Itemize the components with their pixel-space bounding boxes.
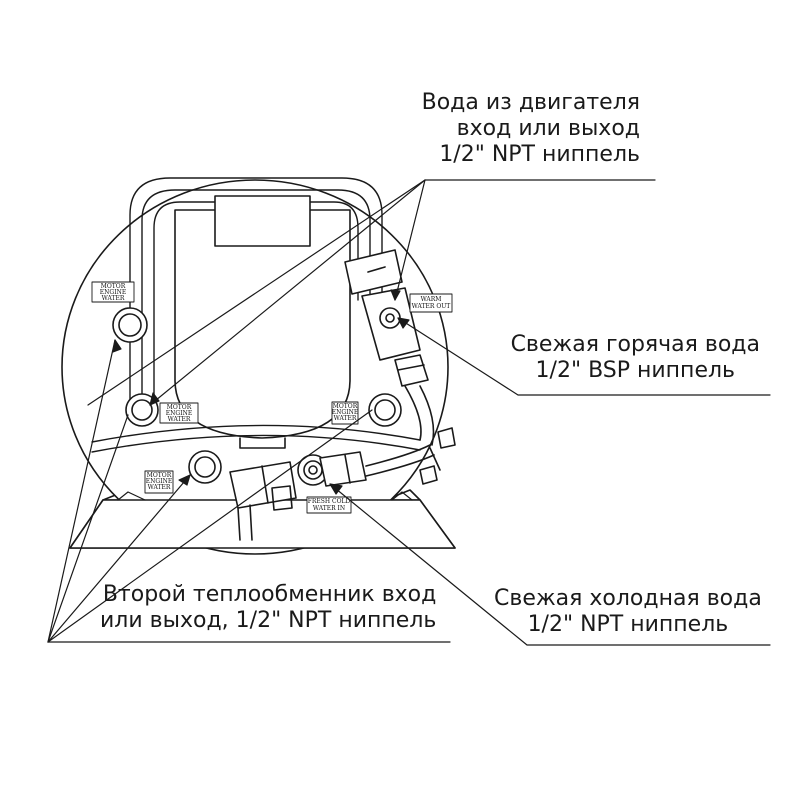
internal-bottom-pipe [91, 424, 421, 443]
svg-text:ENGINE: ENGINE [100, 289, 126, 296]
callout-cold-line2: 1/2" NPT ниппель [527, 612, 729, 637]
cold-water-pipework [229, 444, 435, 541]
plate-warm-water-out: WARM WATER OUT [409, 293, 453, 313]
arrow-head-engine-center [149, 392, 160, 406]
fitting-hot-right [368, 393, 402, 427]
arrow-head-engine-top [390, 289, 401, 301]
heating-element-housing [174, 195, 351, 449]
svg-text:WATER OUT: WATER OUT [412, 303, 451, 310]
side-clip [419, 427, 456, 485]
svg-text:WATER: WATER [148, 484, 171, 491]
callout-cold-water: Свежая холодная вода 1/2" NPT ниппель [494, 586, 762, 638]
mixing-valve-assembly [344, 249, 435, 446]
leader-cold-water [329, 483, 771, 646]
callout-engine-line1: Вода из двигателя [421, 90, 640, 115]
arrow-head-cold [329, 483, 343, 495]
plate-motor-engine-water-bottom: MOTOR ENGINE WATER [144, 470, 174, 494]
plate-fresh-cold-water-in: FRESH COLD WATER IN [306, 496, 352, 514]
svg-text:MOTOR: MOTOR [147, 472, 172, 479]
callout-cold-line1: Свежая холодная вода [494, 586, 762, 611]
fitting-second-exchanger [188, 450, 222, 484]
svg-text:ENGINE: ENGINE [166, 410, 192, 417]
svg-text:ENGINE: ENGINE [146, 478, 172, 485]
plate-motor-engine-water-right: MOTOR ENGINE WATER [331, 401, 359, 425]
svg-text:WATER: WATER [168, 416, 191, 423]
svg-text:ENGINE: ENGINE [332, 409, 358, 416]
callout-engine-line3: 1/2" NPT ниппель [439, 142, 640, 167]
arrow-head-left [112, 339, 122, 353]
tank-base-front [69, 499, 456, 549]
callout-engine-water: Вода из двигателя вход или выход 1/2" NP… [422, 90, 640, 168]
svg-text:WATER: WATER [334, 415, 357, 422]
callout-hot-line1: Свежая горячая вода [510, 332, 760, 357]
svg-text:MOTOR: MOTOR [101, 283, 126, 290]
svg-text:WATER: WATER [102, 295, 125, 302]
plate-motor-engine-water-left: MOTOR ENGINE WATER [91, 281, 135, 303]
svg-text:WARM: WARM [421, 296, 442, 303]
svg-text:FRESH COLD: FRESH COLD [308, 498, 351, 505]
callout-second-exchanger: Второй теплообменник вход или выход, 1/2… [100, 582, 436, 634]
callout-hot-water: Свежая горячая вода 1/2" BSP ниппель [511, 332, 760, 384]
leader-second-exchanger [47, 339, 451, 643]
callout-hot-line2: 1/2" BSP ниппель [535, 358, 736, 383]
leader-engine-water [87, 179, 656, 406]
svg-text:MOTOR: MOTOR [333, 403, 358, 410]
callout-second-line1: Второй теплообменник вход [102, 582, 437, 607]
fitting-engine-center [125, 393, 159, 427]
leader-hot-water [397, 317, 771, 396]
callout-engine-line2: вход или выход [456, 116, 640, 141]
fitting-engine-left [112, 307, 148, 343]
plate-motor-engine-water-center: MOTOR ENGINE WATER [159, 402, 199, 424]
callout-second-line2: или выход, 1/2" NPT ниппель [100, 608, 437, 633]
arrow-head-bottom [178, 474, 191, 486]
svg-text:WATER IN: WATER IN [313, 505, 345, 512]
arrow-head-hot [397, 317, 410, 329]
svg-text:MOTOR: MOTOR [167, 404, 192, 411]
